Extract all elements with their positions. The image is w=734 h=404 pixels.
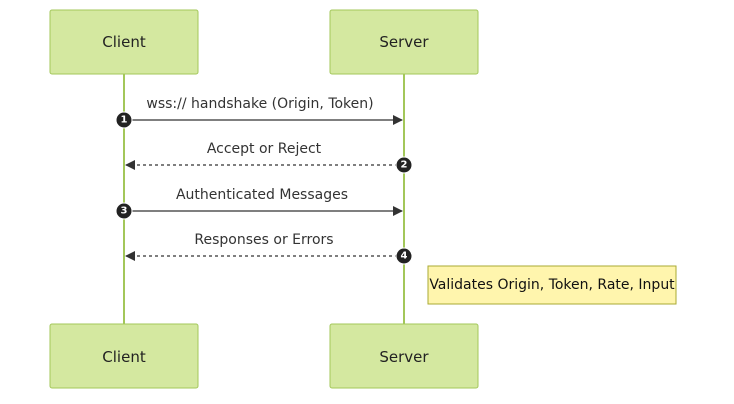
message-3[interactable]: Authenticated Messages 3: [115, 187, 403, 220]
message-2-number: 2: [401, 160, 408, 171]
server-actor-bottom-label: Server: [379, 348, 429, 366]
server-actor-top-label: Server: [379, 33, 429, 51]
sequence-number-badge: [395, 156, 413, 174]
message-4[interactable]: Responses or Errors 4: [125, 232, 413, 265]
message-3-number: 3: [121, 206, 128, 217]
message-2[interactable]: Accept or Reject 2: [125, 141, 413, 174]
message-3-label: Authenticated Messages: [176, 187, 348, 203]
message-4-label: Responses or Errors: [194, 232, 333, 248]
message-1-number: 1: [121, 115, 128, 126]
client-actor-bottom[interactable]: Client: [49, 323, 199, 389]
validation-note-text: Validates Origin, Token, Rate, Input: [429, 277, 675, 293]
message-4-number: 4: [401, 251, 408, 262]
message-1[interactable]: wss:// handshake (Origin, Token) 1: [115, 96, 403, 129]
sequence-number-badge: [115, 202, 133, 220]
server-actor-bottom[interactable]: Server: [329, 323, 479, 389]
message-2-label: Accept or Reject: [207, 141, 322, 157]
client-actor-top-label: Client: [102, 33, 146, 51]
sequence-number-badge: [395, 247, 413, 265]
client-actor-bottom-label: Client: [102, 348, 146, 366]
message-1-label: wss:// handshake (Origin, Token): [146, 96, 373, 112]
server-actor-top[interactable]: Server: [329, 9, 479, 75]
validation-note[interactable]: Validates Origin, Token, Rate, Input: [427, 265, 677, 305]
sequence-number-badge: [115, 111, 133, 129]
client-actor-top[interactable]: Client: [49, 9, 199, 75]
